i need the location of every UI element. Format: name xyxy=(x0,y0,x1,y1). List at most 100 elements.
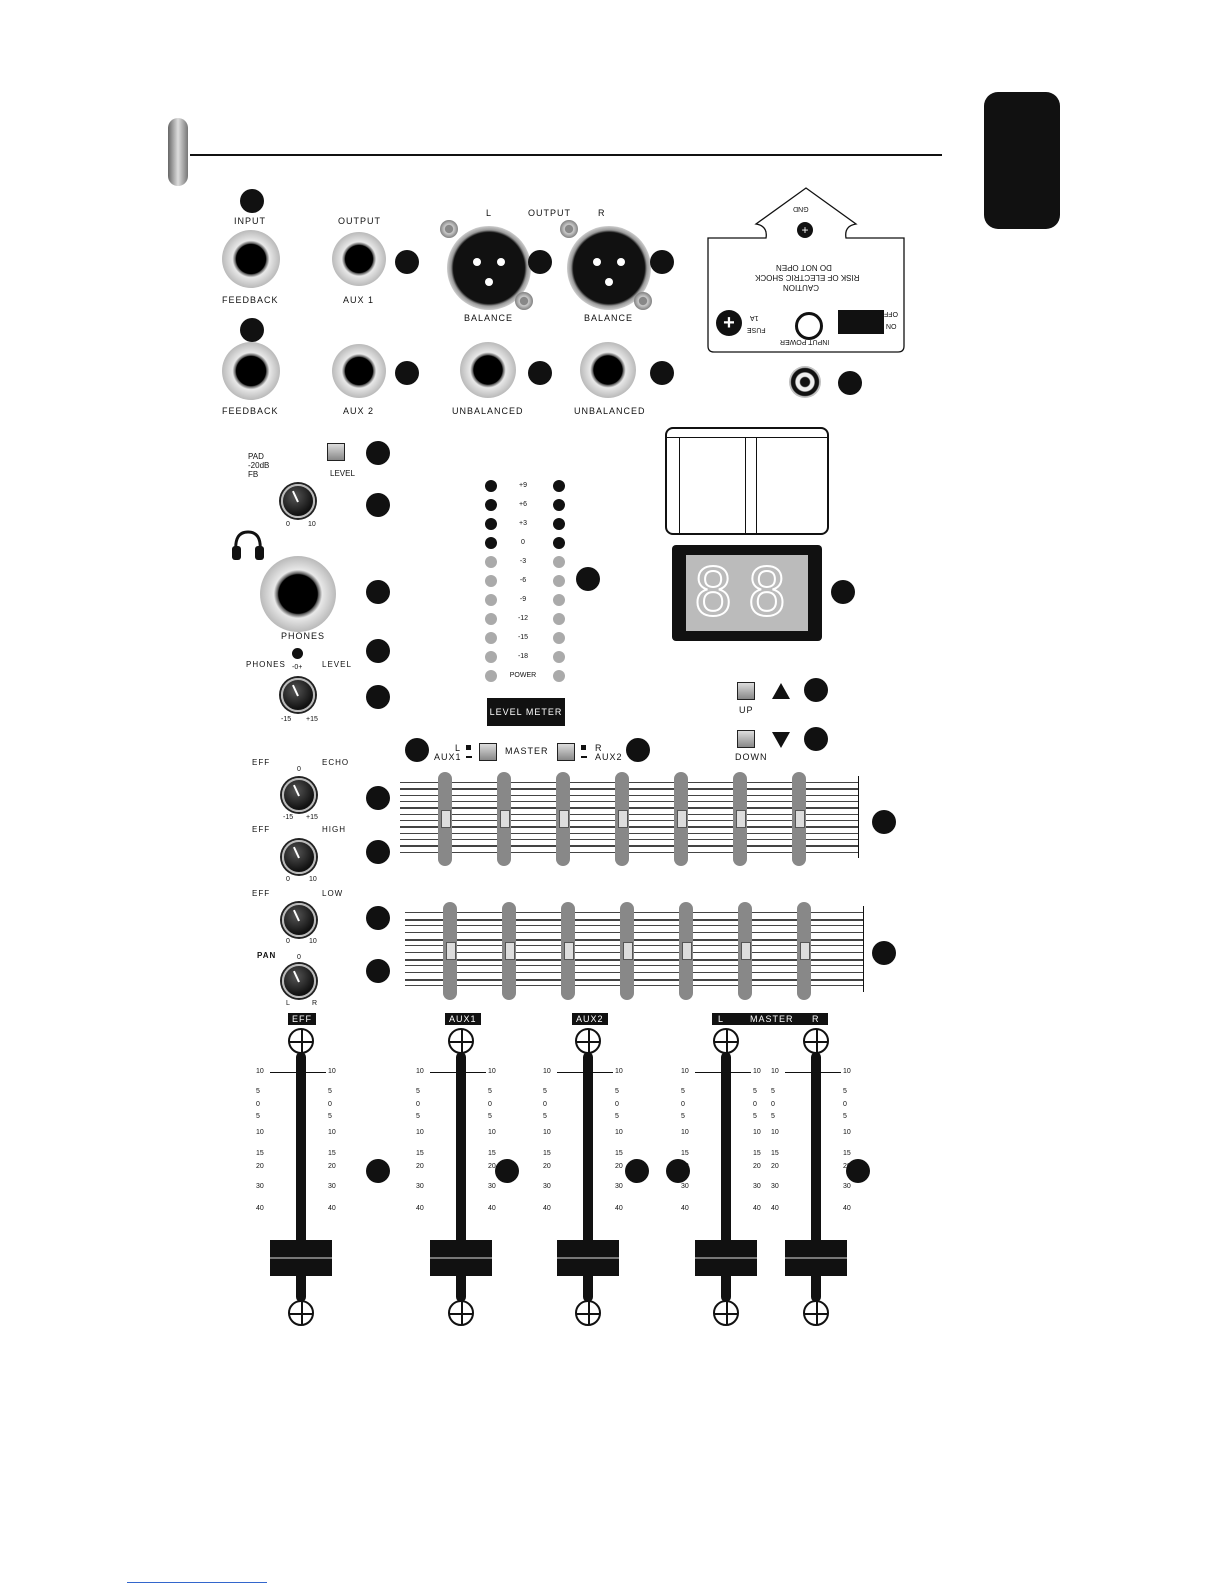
pad-button[interactable] xyxy=(327,443,345,461)
pad-label-2: -20dB xyxy=(248,461,270,470)
eq-slider-cap[interactable] xyxy=(682,942,692,960)
eq-slider-cap[interactable] xyxy=(623,942,633,960)
fader-track[interactable] xyxy=(296,1052,306,1302)
high-knob[interactable] xyxy=(282,840,316,874)
fader-scale-label: 20 xyxy=(753,1163,761,1170)
meter-led-left xyxy=(485,556,497,568)
fader-cap[interactable] xyxy=(785,1240,847,1276)
callout-dot xyxy=(395,361,419,385)
callout-dot xyxy=(240,318,264,342)
fuse-label: FUSE xyxy=(747,326,766,333)
fader-scale-label: 10 xyxy=(488,1129,496,1136)
low-scale-min: 0 xyxy=(286,938,290,945)
fader-scale-label: 5 xyxy=(771,1088,775,1095)
meter-led-left xyxy=(485,480,497,492)
fader-track[interactable] xyxy=(811,1052,821,1302)
phones-level-left-label: PHONES xyxy=(246,660,286,669)
fader-scale-label: 15 xyxy=(753,1150,761,1157)
power-switch[interactable] xyxy=(838,310,884,334)
fader-scale-label: 10 xyxy=(681,1068,689,1075)
phones-level-right-label: LEVEL xyxy=(322,660,352,669)
fader-cap[interactable] xyxy=(430,1240,492,1276)
fader-cap[interactable] xyxy=(270,1240,332,1276)
fader-scale-label: 0 xyxy=(843,1101,847,1108)
meter-led-right xyxy=(553,613,565,625)
pan-knob[interactable] xyxy=(282,964,316,998)
eq-gridline xyxy=(405,985,863,987)
screw-icon xyxy=(440,220,458,238)
callout-dot xyxy=(846,1159,870,1183)
eq-slider-cap[interactable] xyxy=(677,810,687,828)
fader-scale-label: 30 xyxy=(681,1183,689,1190)
fader-scale-label: 40 xyxy=(416,1205,424,1212)
callout-dot xyxy=(366,959,390,983)
rca-connector[interactable] xyxy=(789,366,821,398)
eq-slider-cap[interactable] xyxy=(564,942,574,960)
fader-scale-label: 10 xyxy=(843,1068,851,1075)
level-meter-button[interactable]: LEVEL METER xyxy=(487,698,565,726)
fader-scale-label: 10 xyxy=(615,1068,623,1075)
feedback-jack-1[interactable] xyxy=(222,230,280,288)
aux1-select-button[interactable] xyxy=(479,743,497,761)
fader-zero-line xyxy=(270,1072,326,1073)
unbalanced-r-jack[interactable] xyxy=(580,342,636,398)
fader-scale-label: 0 xyxy=(681,1101,685,1108)
down-button[interactable] xyxy=(737,730,755,748)
fader-cap[interactable] xyxy=(557,1240,619,1276)
display-digits: 88 xyxy=(692,554,801,632)
fader-scale-label: 10 xyxy=(416,1068,424,1075)
eq-slider-cap[interactable] xyxy=(559,810,569,828)
eq-gridline xyxy=(400,839,858,840)
fader-scale-label: 5 xyxy=(488,1113,492,1120)
up-button[interactable] xyxy=(737,682,755,700)
echo-scale-min: -15 xyxy=(283,814,294,821)
aux2-jack[interactable] xyxy=(332,344,386,398)
fader-scale-label: 5 xyxy=(256,1088,260,1095)
meter-scale-label: -9 xyxy=(519,596,527,603)
fader-scale-label: 10 xyxy=(771,1068,779,1075)
phones-jack[interactable] xyxy=(260,556,336,632)
fader-scale-label: 30 xyxy=(256,1183,264,1190)
feedback-jack-2[interactable] xyxy=(222,342,280,400)
eq-slider-cap[interactable] xyxy=(741,942,751,960)
eq-slider-cap[interactable] xyxy=(736,810,746,828)
fader-zero-line xyxy=(430,1072,486,1073)
header-tab-marker xyxy=(168,118,188,186)
fader-scale-label: 5 xyxy=(488,1088,492,1095)
high-scale-min: 0 xyxy=(286,876,290,883)
fader-track[interactable] xyxy=(456,1052,466,1302)
selector-aux2-label: AUX2 xyxy=(595,752,623,762)
fader-track[interactable] xyxy=(721,1052,731,1302)
fader-scale-label: 15 xyxy=(615,1150,623,1157)
meter-led-right xyxy=(553,556,565,568)
phones-indicator-led xyxy=(292,648,303,659)
eq-gridline xyxy=(400,807,858,810)
eq-slider-cap[interactable] xyxy=(505,942,515,960)
fb-level-knob[interactable] xyxy=(281,484,315,518)
echo-knob[interactable] xyxy=(282,778,316,812)
eq-slider-cap[interactable] xyxy=(800,942,810,960)
phones-level-knob[interactable] xyxy=(281,678,315,712)
unbalanced-l-jack[interactable] xyxy=(460,342,516,398)
fader-track[interactable] xyxy=(583,1052,593,1302)
callout-dot xyxy=(650,361,674,385)
power-input-socket[interactable] xyxy=(795,312,823,340)
aux2-channel-tag: AUX2 xyxy=(572,1013,608,1025)
fader-scale-label: 0 xyxy=(771,1101,775,1108)
fader-bottom-screw-icon xyxy=(575,1300,601,1326)
fader-scale-label: 10 xyxy=(328,1068,336,1075)
eq-slider-cap[interactable] xyxy=(446,942,456,960)
low-knob[interactable] xyxy=(282,903,316,937)
aux1-jack[interactable] xyxy=(332,232,386,286)
eq-slider-cap[interactable] xyxy=(500,810,510,828)
eq-slider-cap[interactable] xyxy=(795,810,805,828)
eq-slider-cap[interactable] xyxy=(618,810,628,828)
fader-scale-label: 10 xyxy=(543,1068,551,1075)
eq-gridline xyxy=(400,845,858,848)
aux2-select-button[interactable] xyxy=(557,743,575,761)
meter-led-right xyxy=(553,518,565,530)
fader-cap[interactable] xyxy=(695,1240,757,1276)
callout-dot xyxy=(366,685,390,709)
eq-slider-cap[interactable] xyxy=(441,810,451,828)
callout-dot xyxy=(626,738,650,762)
